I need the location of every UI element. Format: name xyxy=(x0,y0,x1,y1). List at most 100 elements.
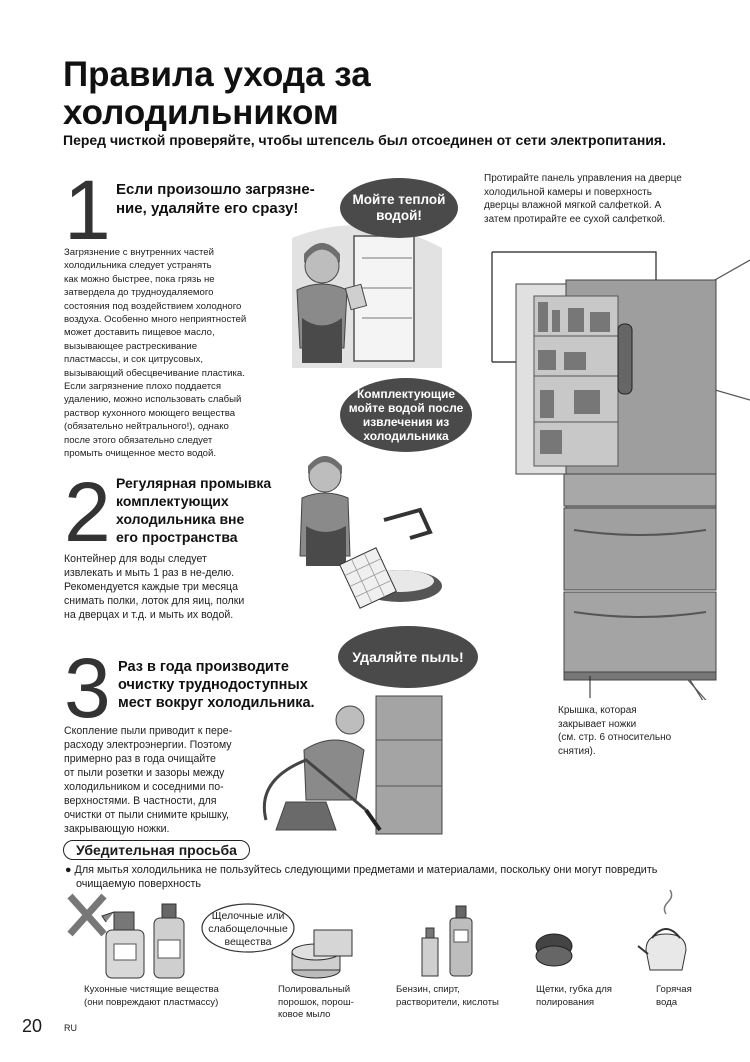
text-line: Щетки, губка для xyxy=(536,984,612,995)
text-line: Крышка, которая xyxy=(558,705,637,716)
section-3-text: Скопление пыли приводит к пере- расходу … xyxy=(64,724,264,836)
text-line: верхностями. В частности, для xyxy=(64,795,217,807)
text-line: закрывающую ножки. xyxy=(64,823,170,835)
text-line: Контейнер для воды следует xyxy=(64,553,207,565)
text-line: Рекомендуется каждые три месяца xyxy=(64,581,239,593)
text-line: от пыли розетки и зазоры между xyxy=(64,767,225,779)
page-subtitle: Перед чисткой проверяйте, чтобы штепсель… xyxy=(63,132,666,148)
bubble-line: мойте водой после xyxy=(348,401,464,415)
panel-cleaning-note: Протирайте панель управления на дверце х… xyxy=(484,172,734,226)
section-1-heading: Если произошло загрязне- ние, удаляйте е… xyxy=(116,180,315,218)
section-2-heading-line: холодильника вне xyxy=(116,511,245,527)
text-line: затем протирайте ее сухой салфеткой. xyxy=(484,213,666,225)
section-2-heading-line: Регулярная промывка xyxy=(116,475,272,491)
section-2-number: 2 xyxy=(64,465,111,559)
section-2-heading: Регулярная промывка комплектующих холоди… xyxy=(116,474,271,546)
language-code: RU xyxy=(64,1023,77,1033)
text-line: раствор кухонного моющего вещества xyxy=(64,407,236,419)
title-line-1: Правила ухода за xyxy=(63,55,371,94)
section-3-heading: Раз в года производите очистку труднодос… xyxy=(118,658,315,712)
text-line: (обязательно нейтрального!), однако xyxy=(64,421,229,433)
detergent-bottle-icon xyxy=(153,903,185,979)
text-line: воздуха. Особенно много неприятностей xyxy=(64,314,247,326)
alkaline-cloud-label: Щелочные или слабощелочные вещества xyxy=(204,910,292,949)
text-line: вещества xyxy=(224,936,272,948)
page-number: 20 xyxy=(22,1016,43,1036)
remove-dust-bubble: Удаляйте пыль! xyxy=(338,626,478,688)
text-line: пластмассы, и сок цитрусовых, xyxy=(64,354,204,366)
text-line: затвердела до трудноудаляемого xyxy=(64,287,214,299)
text-line: состояния под воздействием холодного xyxy=(64,300,242,312)
brush-sponge-icon xyxy=(535,933,573,967)
bubble-line: Мойте теплой xyxy=(352,192,446,207)
bubble-line: Комплектующие xyxy=(356,387,456,401)
section-1-heading-line: ние, удаляйте его сразу! xyxy=(116,200,299,217)
text-line: Скопление пыли приводит к пере- xyxy=(64,725,233,737)
text-line: может доставить пищевое масло, xyxy=(64,327,215,339)
text-line: удалению, можно использовать слабый xyxy=(64,394,242,406)
section-1-text: Загрязнение с внутренних частей холодиль… xyxy=(64,246,274,461)
section-2-heading-line: его пространства xyxy=(116,529,238,545)
text-line: слабощелочные xyxy=(208,923,288,935)
text-line: очистки от пыли снимите крышку, xyxy=(64,809,229,821)
item-caption-hot-water: Горячая вода xyxy=(656,984,726,1009)
page-title: Правила ухода за холодильником xyxy=(63,56,371,132)
text-line: ковое мыло xyxy=(278,1009,331,1020)
parts-washing-bubble: Комплектующие мойте водой после извлечен… xyxy=(340,378,472,452)
request-text: ● Для мытья холодильника не пользуйтесь … xyxy=(65,864,725,891)
text-line: холодильной камеры и поверхность xyxy=(484,186,652,198)
hot-kettle-icon xyxy=(637,890,687,971)
text-line: ● Для мытья холодильника не пользуйтесь … xyxy=(65,864,658,876)
section-1-heading-line: Если произошло загрязне- xyxy=(116,181,315,198)
text-line: извлекать и мыть 1 раз в не-делю. xyxy=(64,567,235,579)
text-line: Бензин, спирт, xyxy=(396,984,460,995)
request-title: Убедительная просьба xyxy=(63,840,250,860)
text-line: Полировальный xyxy=(278,984,351,995)
text-line: порошок, порош- xyxy=(278,996,354,1008)
text-line: дверцы влажной мягкой салфеткой. А xyxy=(484,200,662,211)
text-line: Щелочные или xyxy=(211,910,285,922)
section-3-number: 3 xyxy=(64,641,111,735)
refrigerator-illustration xyxy=(491,251,750,700)
text-line: вызывающий обесцвечивание пластика. xyxy=(64,367,245,379)
section-1-number: 1 xyxy=(64,163,111,257)
text-line: Если загрязнение плохо поддается xyxy=(64,381,222,393)
text-line: растворители, кислоты xyxy=(396,996,499,1008)
feet-cover-note: Крышка, которая закрывает ножки (см. стр… xyxy=(558,704,743,758)
section-2-text: Контейнер для воды следует извлекать и м… xyxy=(64,552,284,622)
text-line: вода xyxy=(656,996,678,1008)
woman-washing-illustration xyxy=(299,456,442,609)
bubble-line: извлечения из xyxy=(362,415,450,429)
woman-vacuuming-illustration xyxy=(262,695,443,835)
text-line: очищаемую поверхность xyxy=(76,877,202,890)
text-line: после этого обязательно следует xyxy=(64,434,213,446)
prohibited-items-illustration xyxy=(67,890,687,979)
text-line: (см. стр. 6 относительно xyxy=(558,732,672,743)
text-line: (они повреждают пластмассу) xyxy=(84,996,219,1008)
text-line: на дверцах и т.д. и мыть их водой. xyxy=(64,609,234,621)
section-2-heading-line: комплектующих xyxy=(116,493,229,509)
polishing-powder-icon xyxy=(291,929,353,979)
section-3-heading-line: Раз в года производите xyxy=(118,659,289,675)
cross-icon xyxy=(67,893,107,937)
solvent-bottles-icon xyxy=(421,905,473,977)
text-line: снятия). xyxy=(558,745,596,757)
section-3-heading-line: мест вокруг холодильника. xyxy=(118,695,315,711)
text-line: закрывает ножки xyxy=(558,718,637,730)
text-line: расходу электроэнергии. Поэтому xyxy=(64,739,232,751)
item-caption-cleaners: Кухонные чистящие вещества (они поврежда… xyxy=(84,984,254,1009)
text-line: как можно быстрее, пока грязь не xyxy=(64,273,215,285)
text-line: Протирайте панель управления на дверце xyxy=(484,173,682,184)
alkaline-cloud-icon xyxy=(201,903,295,953)
text-line: полирования xyxy=(536,996,595,1008)
text-line: холодильника следует устранять xyxy=(64,260,212,272)
text-line: Загрязнение с внутренних частей xyxy=(64,247,214,258)
bubble-line: холодильника xyxy=(363,429,449,443)
item-caption-powder: Полировальный порошок, порош- ковое мыло xyxy=(278,984,378,1022)
item-caption-brushes: Щетки, губка для полирования xyxy=(536,984,636,1009)
text-line: промыть очищенное место водой. xyxy=(64,448,217,460)
text-line: вызывающее растрескивание xyxy=(64,340,198,352)
title-line-2: холодильником xyxy=(63,93,339,132)
text-line: примерно раз в года очищайте xyxy=(64,753,216,765)
spray-bottle-icon xyxy=(101,911,145,979)
